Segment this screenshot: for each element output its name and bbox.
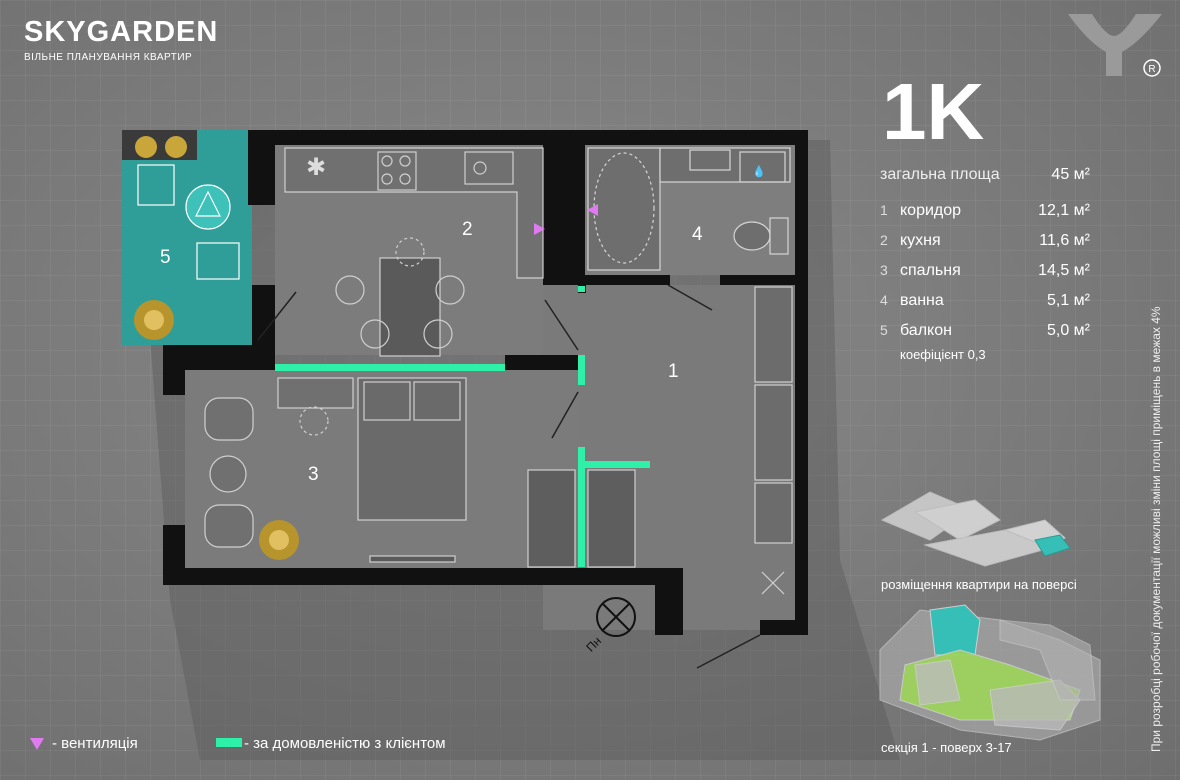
plants	[134, 136, 299, 560]
walls	[163, 130, 808, 635]
room-name: ванна	[900, 292, 944, 309]
svg-text:✱: ✱	[306, 153, 326, 181]
room-num: 3	[880, 262, 888, 278]
room-label-1: 1	[668, 361, 679, 382]
room-num: 5	[880, 322, 888, 338]
room-area: 14,5 м²	[1038, 262, 1090, 279]
room-area: 5,1 м²	[1046, 292, 1090, 309]
room-row: 5 балкон 5,0 м²	[880, 322, 1090, 352]
ventilation-markers	[534, 204, 598, 235]
room-label-3: 3	[308, 464, 319, 485]
room-row: 1 коридор 12,1 м²	[880, 202, 1090, 232]
svg-text:💧: 💧	[752, 165, 766, 178]
room-num: 1	[880, 202, 888, 218]
floor-scheme-caption: розміщення квартири на поверсі	[881, 577, 1077, 592]
room-name: спальня	[900, 262, 961, 279]
room-row: 3 спальня 14,5 м²	[880, 262, 1090, 292]
balcony-furniture	[137, 164, 240, 280]
doors	[257, 284, 761, 669]
room-num: 4	[880, 292, 888, 308]
total-area-label: загальна площа	[880, 166, 1000, 183]
compass-icon	[596, 597, 636, 637]
section-scheme	[879, 604, 1101, 741]
room-label-2: 2	[462, 219, 473, 240]
total-area-value: 45 м²	[1051, 166, 1090, 183]
room-name: кухня	[900, 232, 941, 249]
brand-name: SKYGARDEN	[24, 16, 219, 48]
kitchen-furniture	[284, 147, 544, 357]
room-area: 12,1 м²	[1038, 202, 1090, 219]
area-table: загальна площа 45 м² 1 коридор 12,1 м² 2…	[880, 166, 1090, 352]
ventilation-legend-label: - вентиляція	[52, 735, 138, 752]
optional-walls	[275, 286, 650, 567]
room-area: 11,6 м²	[1039, 232, 1090, 249]
brand-subtitle: ВІЛЬНЕ ПЛАНУВАННЯ КВАРТИР	[24, 52, 193, 63]
bathroom-fixtures	[587, 147, 791, 271]
room-label-5: 5	[160, 247, 171, 268]
floor-scheme	[880, 491, 1071, 567]
bedroom-furniture	[204, 377, 467, 563]
room-name: балкон	[900, 322, 952, 339]
svg-text:R: R	[1148, 64, 1155, 75]
company-logo: R	[1068, 14, 1162, 77]
total-area-row: загальна площа 45 м²	[880, 166, 1090, 202]
room-name: коридор	[900, 202, 962, 219]
room-num: 2	[880, 232, 888, 248]
room-row: 4 ванна 5,1 м²	[880, 292, 1090, 322]
wardrobe	[527, 286, 793, 595]
apartment-type: 1K	[882, 67, 985, 156]
section-scheme-caption: секція 1 - поверх 3-17	[881, 740, 1012, 755]
room-area: 5,0 м²	[1046, 322, 1090, 339]
coefficient: коефіцієнт 0,3	[900, 347, 986, 362]
room-label-4: 4	[692, 224, 703, 245]
agreement-legend-label: - за домовленістю з клієнтом	[244, 735, 446, 752]
room-row: 2 кухня 11,6 м²	[880, 232, 1090, 262]
agreement-legend-swatch	[216, 738, 242, 747]
ventilation-legend-icon	[30, 738, 44, 750]
